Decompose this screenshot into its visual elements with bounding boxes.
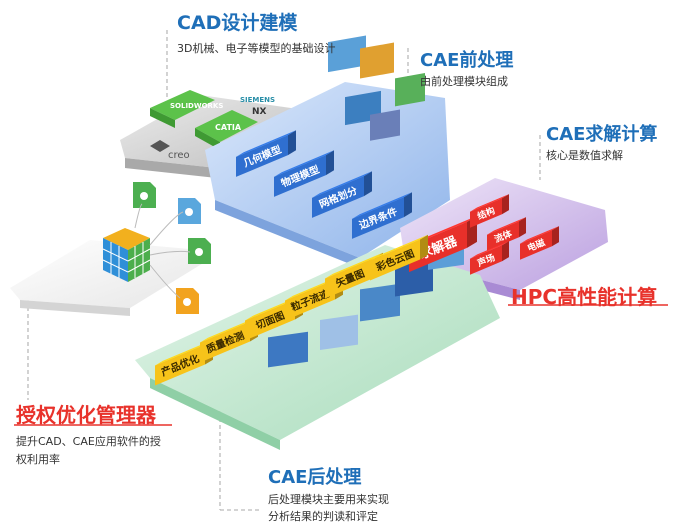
license-desc-line-1: 提升CAD、CAE应用软件的授 xyxy=(16,435,161,448)
key-file-icon-2 xyxy=(178,198,201,224)
post-block-2: 质量检测 xyxy=(200,316,258,363)
cad-title: CAD设计建模 xyxy=(177,12,298,34)
post-image-3 xyxy=(360,283,400,322)
pre-image-4 xyxy=(395,73,425,107)
pre-block-1: 几何模型 xyxy=(236,130,296,177)
key-file-icon-4 xyxy=(176,288,199,314)
key-file-icon-3 xyxy=(188,238,211,264)
svg-text:NX: NX xyxy=(252,107,267,117)
post-processing-platform xyxy=(135,245,500,440)
solve-title: CAE求解计算 xyxy=(546,124,658,145)
catia-logo: CATIA xyxy=(195,110,258,150)
pre-desc: 由前处理模块组成 xyxy=(420,75,508,88)
pre-image-2 xyxy=(360,42,394,79)
creo-logo: creo xyxy=(150,140,190,161)
pre-image-5 xyxy=(370,109,400,141)
key-file-icon-1 xyxy=(133,182,156,208)
siemens-nx-logo: SIEMENS NX xyxy=(240,96,275,117)
svg-text:creo: creo xyxy=(168,150,190,161)
pre-image-1 xyxy=(328,35,366,73)
solver-block-1: 结构 xyxy=(470,194,509,228)
svg-text:SIEMENS: SIEMENS xyxy=(240,96,275,104)
pre-title: CAE前处理 xyxy=(420,50,514,71)
post-image-2 xyxy=(320,314,358,351)
post-desc-line-1: 后处理模块主要用来实现 xyxy=(268,493,389,506)
svg-text:SOLIDWORKS: SOLIDWORKS xyxy=(170,102,223,110)
solidworks-logo: SOLIDWORKS xyxy=(150,90,223,128)
solve-desc: 核心是数值求解 xyxy=(546,149,623,162)
license-desc-line-2: 权利用率 xyxy=(16,453,60,466)
solver-block-4: 声场 xyxy=(470,241,509,275)
hpc-title: HPC高性能计算 xyxy=(511,285,658,309)
license-title: 授权优化管理器 xyxy=(16,403,156,427)
post-image-4 xyxy=(395,259,433,297)
svg-text:CATIA: CATIA xyxy=(215,123,242,132)
post-image-1 xyxy=(268,331,308,368)
post-title: CAE后处理 xyxy=(268,467,362,488)
solver-block-3: 电磁 xyxy=(520,226,559,260)
cad-desc: 3D机械、电子等模型的基础设计 xyxy=(177,42,336,55)
license-platform xyxy=(10,240,205,308)
post-desc-line-2: 分析结果的判读和评定 xyxy=(268,510,378,523)
license-cube-icon xyxy=(102,228,151,282)
solver-block-2: 流体 xyxy=(487,217,526,251)
